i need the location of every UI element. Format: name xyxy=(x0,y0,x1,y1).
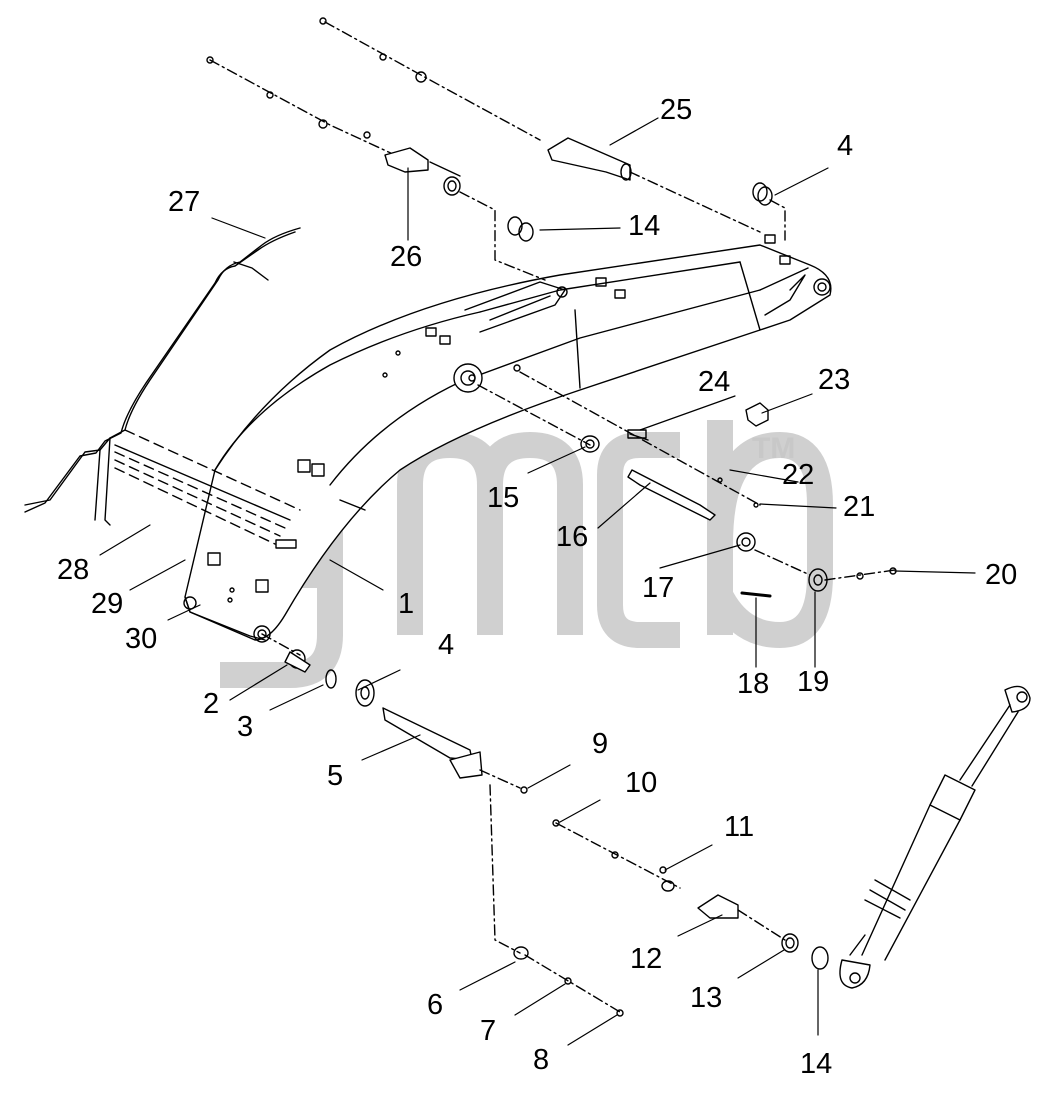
callout-21: 21 xyxy=(843,491,876,523)
callout-1: 1 xyxy=(398,588,415,620)
callout-13: 13 xyxy=(690,982,723,1014)
callout-8: 8 xyxy=(533,1044,550,1076)
callout-18: 18 xyxy=(737,668,770,700)
callout-15: 15 xyxy=(487,482,520,514)
watermark xyxy=(220,420,833,688)
callout-6: 6 xyxy=(427,989,444,1021)
callout-14-upper: 14 xyxy=(628,210,661,242)
callout-17: 17 xyxy=(642,572,675,604)
boom-cylinder xyxy=(839,685,1031,989)
trademark-mark: TM xyxy=(752,432,795,465)
pin-12 xyxy=(552,819,829,970)
callout-14-lower: 14 xyxy=(800,1048,833,1080)
callout-26: 26 xyxy=(390,241,423,273)
callout-20: 20 xyxy=(985,559,1018,591)
callout-3: 3 xyxy=(237,711,254,743)
callout-19: 19 xyxy=(797,666,830,698)
pin-26 xyxy=(206,56,546,281)
callout-7: 7 xyxy=(480,1015,497,1047)
callout-2: 2 xyxy=(203,688,220,720)
callout-29: 29 xyxy=(91,588,124,620)
boom-body xyxy=(183,234,832,643)
callout-27: 27 xyxy=(168,186,201,218)
callout-30: 30 xyxy=(125,623,158,655)
callout-4-upper: 4 xyxy=(837,130,854,162)
callout-11: 11 xyxy=(724,811,755,843)
callout-22: 22 xyxy=(782,459,815,491)
pin-25 xyxy=(319,17,786,241)
callout-12: 12 xyxy=(630,943,663,975)
callout-10: 10 xyxy=(625,767,658,799)
hose-bundle xyxy=(24,227,301,545)
callout-28: 28 xyxy=(57,554,90,586)
pin-16 xyxy=(477,371,897,598)
callout-4-lower: 4 xyxy=(438,629,455,661)
pin-5 xyxy=(261,633,624,1017)
callout-16: 16 xyxy=(556,521,589,553)
leader-lines xyxy=(99,117,976,1046)
callout-9: 9 xyxy=(592,728,609,760)
callout-25: 25 xyxy=(660,94,693,126)
callout-23: 23 xyxy=(818,364,851,396)
callout-5: 5 xyxy=(327,760,344,792)
callout-24: 24 xyxy=(698,366,731,398)
